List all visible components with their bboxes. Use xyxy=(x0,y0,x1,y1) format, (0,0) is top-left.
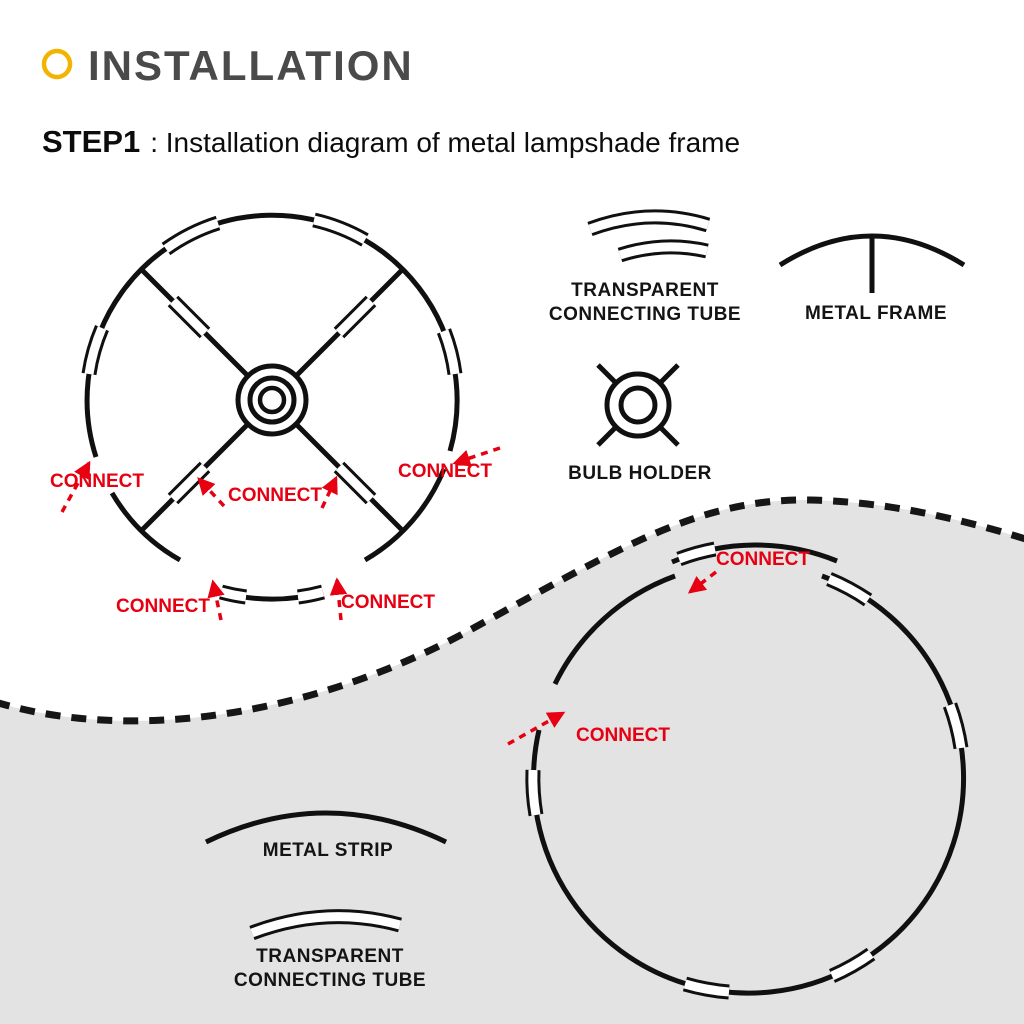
ring-tube-right-icon xyxy=(942,702,969,750)
rim-arc-lower-right xyxy=(363,468,447,563)
metal-frame-label: METAL FRAME xyxy=(805,303,947,324)
connect-label-bottom-left: CONNECT xyxy=(116,596,210,617)
spoke-tube-lower-right-icon xyxy=(333,461,377,505)
step-description: : Installation diagram of metal lampshad… xyxy=(150,127,740,158)
lampshade-frame-top-view: CONNECT CONNECT CONNECT CONNECT CONNECT xyxy=(50,212,501,621)
loose-piece-tube-icon xyxy=(676,541,717,567)
connect-arrow-ring-top xyxy=(687,570,718,594)
step-number: STEP1 xyxy=(42,124,140,159)
connect-label-ring-top: CONNECT xyxy=(716,549,810,570)
connect-label-right: CONNECT xyxy=(398,461,492,482)
wavy-dashed-divider xyxy=(0,496,1024,725)
rim-tube-top-right-icon xyxy=(312,212,369,247)
ring-tube-bottom-right-icon xyxy=(828,947,876,983)
page-title: INSTALLATION xyxy=(88,42,414,89)
spoke-tube-upper-right-icon xyxy=(333,295,377,339)
connect-arrow-center-left xyxy=(197,477,226,508)
step-heading: STEP1 : Installation diagram of metal lam… xyxy=(42,124,740,159)
connect-arrow-bottom-left xyxy=(207,579,225,621)
legend-transparent-tube-2: TRANSPARENT CONNECTING TUBE xyxy=(234,909,426,991)
legend-metal-strip: METAL STRIP xyxy=(204,810,448,861)
legend-bulb-holder: BULB HOLDER xyxy=(568,363,712,484)
transparent-tube-label-line1: TRANSPARENT xyxy=(571,280,719,301)
transparent-tube-icon-2 xyxy=(249,909,402,941)
transparent-tube-icon xyxy=(587,209,711,263)
connect-arrow-center-right xyxy=(320,475,338,509)
transparent-tube-label-line2: CONNECTING TUBE xyxy=(549,304,741,325)
connect-arrow-ring-left xyxy=(507,711,566,746)
transparent-tube-2-label-line2: CONNECTING TUBE xyxy=(234,970,426,991)
ring-tube-left-icon xyxy=(525,769,544,817)
rim-tube-top-left-icon xyxy=(161,215,221,256)
metal-strip-label: METAL STRIP xyxy=(263,840,393,861)
legend-transparent-tube: TRANSPARENT CONNECTING TUBE xyxy=(549,209,741,325)
connect-arrow-right xyxy=(452,446,501,467)
connect-arrow-left xyxy=(60,460,91,513)
spoke-tube-lower-left-icon xyxy=(167,461,211,505)
lampshade-ring-assembly: CONNECT CONNECT xyxy=(507,541,969,1000)
ring-tube-bottom-icon xyxy=(682,976,730,1000)
connect-arrow-bottom-right xyxy=(329,577,348,621)
connect-label-center: CONNECT xyxy=(228,485,322,506)
rim-tube-left-icon xyxy=(81,325,109,376)
bullet-ring-icon xyxy=(41,48,73,80)
hub-bulb-holder-icon xyxy=(235,363,309,437)
lower-region-background xyxy=(0,499,1024,1024)
spoke-tube-upper-left-icon xyxy=(167,295,211,339)
connect-label-bottom-right: CONNECT xyxy=(341,592,435,613)
rim-tube-right-icon xyxy=(436,328,463,376)
bottom-piece-tube-right-icon xyxy=(296,584,325,605)
metal-strip-icon xyxy=(204,810,448,845)
bottom-piece-tube-left-icon xyxy=(219,584,248,605)
connect-label-left: CONNECT xyxy=(50,471,144,492)
ring-arc-upper-left xyxy=(552,573,676,686)
ring-tube-top-right-icon xyxy=(826,572,873,607)
header: INSTALLATION STEP1 : Installation diagram… xyxy=(41,42,740,159)
metal-frame-icon xyxy=(778,233,966,293)
legend-metal-frame: METAL FRAME xyxy=(778,233,966,324)
bulb-holder-icon xyxy=(596,363,680,447)
connect-label-ring-left: CONNECT xyxy=(576,725,670,746)
transparent-tube-2-label-line1: TRANSPARENT xyxy=(256,946,404,967)
bulb-holder-label: BULB HOLDER xyxy=(568,463,712,484)
